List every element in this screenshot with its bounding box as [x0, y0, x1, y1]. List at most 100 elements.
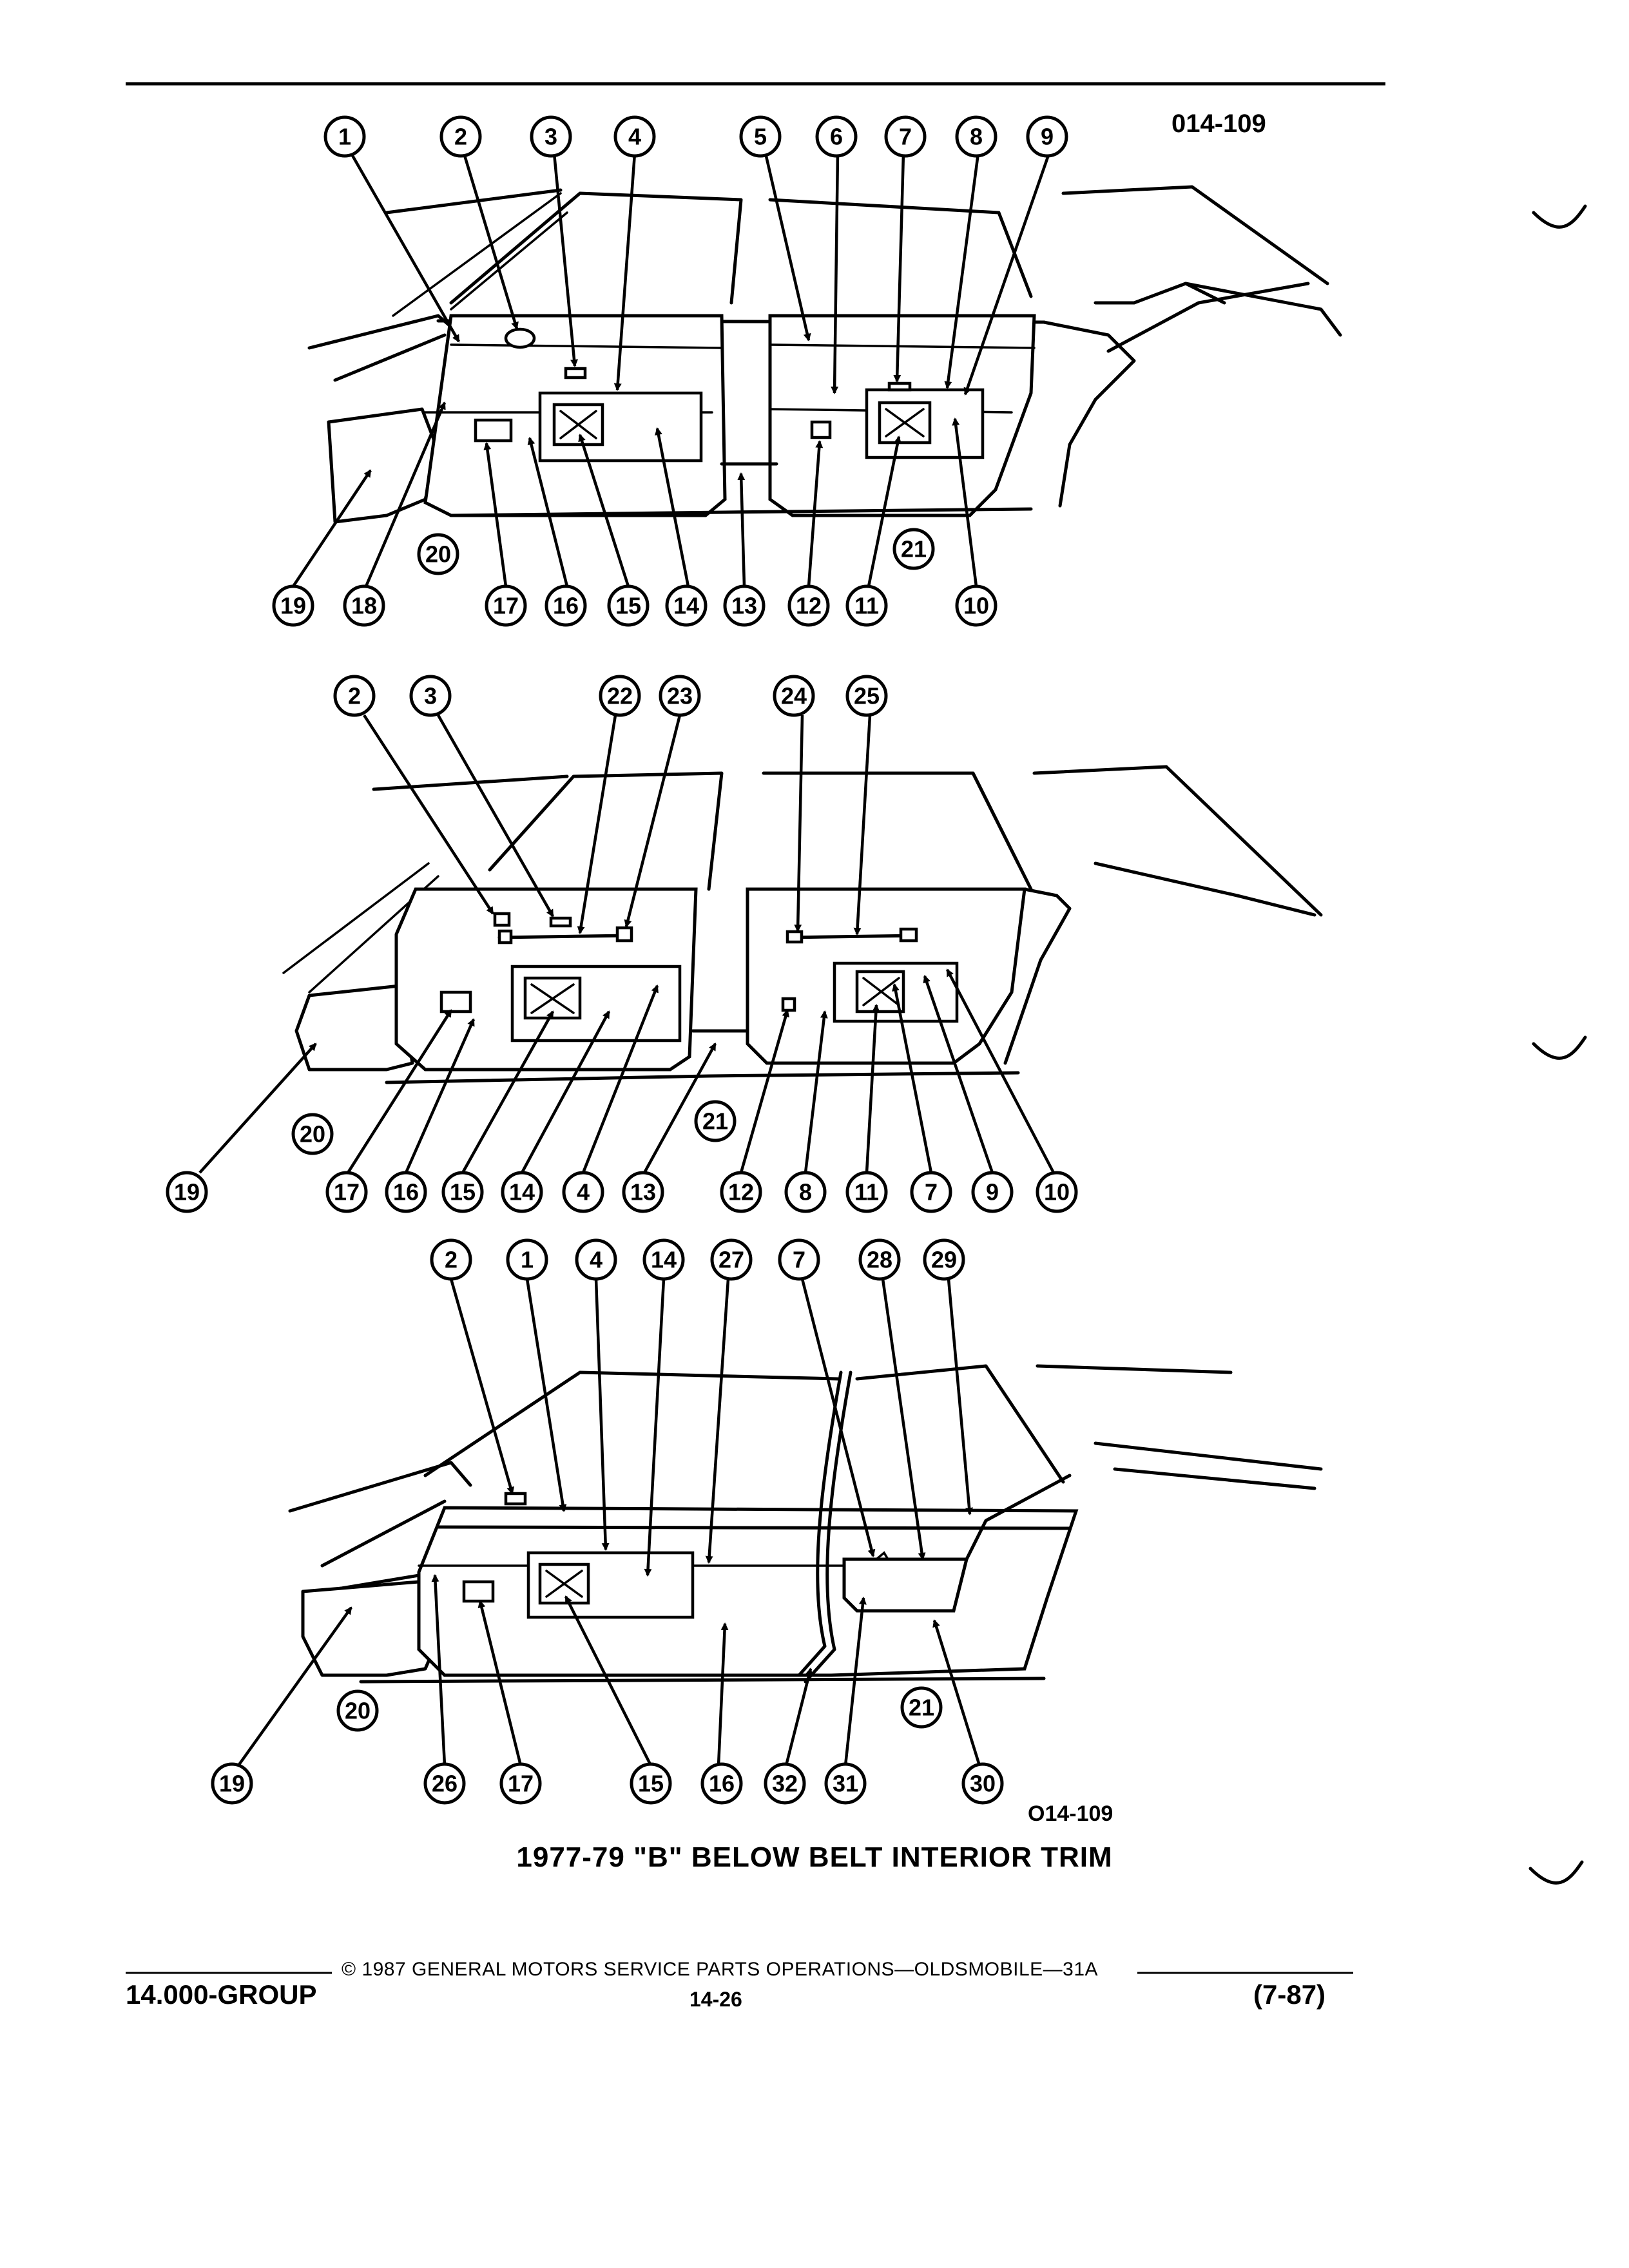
- svg-text:16: 16: [709, 1771, 735, 1797]
- callout-3: 3: [530, 115, 572, 158]
- callout-25: 25: [845, 675, 888, 717]
- svg-text:18: 18: [351, 593, 377, 619]
- binder-mark-top: [1532, 204, 1587, 229]
- callout-18: 18: [343, 584, 385, 627]
- svg-text:20: 20: [425, 541, 451, 568]
- figure-code-top: 014-109: [1171, 110, 1266, 138]
- callout-21: 21: [900, 1686, 943, 1729]
- svg-text:12: 12: [728, 1179, 754, 1206]
- svg-text:9: 9: [1041, 124, 1054, 150]
- svg-text:29: 29: [931, 1247, 957, 1273]
- svg-text:5: 5: [754, 124, 767, 150]
- callout-15: 15: [607, 584, 650, 627]
- callout-20: 20: [417, 533, 459, 575]
- callout-29: 29: [923, 1238, 965, 1281]
- svg-text:10: 10: [963, 593, 989, 619]
- callout-20: 20: [291, 1113, 334, 1155]
- callout-4: 4: [575, 1238, 617, 1281]
- callout-19: 19: [166, 1171, 208, 1213]
- callout-8: 8: [784, 1171, 827, 1213]
- svg-text:13: 13: [731, 593, 757, 619]
- svg-text:26: 26: [432, 1771, 458, 1797]
- callout-24: 24: [773, 675, 815, 717]
- callout-12: 12: [787, 584, 830, 627]
- svg-text:21: 21: [702, 1108, 728, 1135]
- svg-text:20: 20: [345, 1698, 371, 1724]
- callout-4: 4: [562, 1171, 604, 1213]
- callout-16: 16: [700, 1762, 743, 1805]
- svg-text:14: 14: [673, 593, 699, 619]
- svg-text:15: 15: [450, 1179, 476, 1206]
- callout-19: 19: [272, 584, 314, 627]
- callout-1: 1: [506, 1238, 548, 1281]
- callout-1: 1: [323, 115, 366, 158]
- callout-8: 8: [955, 115, 998, 158]
- callout-9: 9: [971, 1171, 1014, 1213]
- callout-32: 32: [764, 1762, 806, 1805]
- footer-copyright: © 1987 GENERAL MOTORS SERVICE PARTS OPER…: [342, 1959, 1099, 1980]
- svg-text:19: 19: [280, 593, 306, 619]
- svg-text:9: 9: [986, 1179, 999, 1206]
- svg-text:14: 14: [509, 1179, 535, 1206]
- svg-text:12: 12: [796, 593, 822, 619]
- callout-23: 23: [659, 675, 701, 717]
- svg-text:3: 3: [424, 683, 437, 709]
- svg-text:21: 21: [909, 1695, 934, 1721]
- callout-14: 14: [665, 584, 708, 627]
- svg-text:11: 11: [854, 1179, 879, 1206]
- svg-text:4: 4: [590, 1247, 602, 1273]
- svg-text:11: 11: [854, 593, 879, 619]
- leaders-view-3: [237, 1278, 981, 1767]
- callout-20: 20: [336, 1689, 379, 1732]
- callout-11: 11: [845, 1171, 888, 1213]
- svg-text:16: 16: [553, 593, 579, 619]
- callout-7: 7: [778, 1238, 820, 1281]
- svg-text:10: 10: [1044, 1179, 1070, 1206]
- svg-text:4: 4: [577, 1179, 590, 1206]
- svg-text:17: 17: [508, 1771, 534, 1797]
- svg-text:2: 2: [445, 1247, 458, 1273]
- callout-21: 21: [694, 1100, 737, 1142]
- svg-text:1: 1: [338, 124, 351, 150]
- svg-text:17: 17: [493, 593, 519, 619]
- svg-text:4: 4: [628, 124, 641, 150]
- callout-21: 21: [892, 528, 935, 570]
- svg-text:20: 20: [300, 1121, 325, 1148]
- svg-text:21: 21: [901, 536, 927, 562]
- callout-16: 16: [545, 584, 587, 627]
- svg-text:25: 25: [854, 683, 880, 709]
- callout-17: 17: [325, 1171, 368, 1213]
- binder-mark-middle: [1532, 1035, 1587, 1060]
- callouts-view-3: 2 1 4 14 27 7 28 29 19 20 26 17 15 16 32…: [211, 1238, 1004, 1805]
- view-3-drawing: 2 1 4 14 27 7 28 29 19 20 26 17 15 16 32…: [211, 1238, 1323, 1805]
- callout-17: 17: [485, 584, 527, 627]
- callouts-view-2: 2 3 22 23 24 25 19 20 17 16 15 14 4 13 2…: [166, 675, 1078, 1213]
- svg-text:17: 17: [334, 1179, 360, 1206]
- callout-7: 7: [910, 1171, 952, 1213]
- view-2-drawing: 2 3 22 23 24 25 19 20 17 16 15 14 4 13 2…: [166, 675, 1323, 1213]
- svg-text:31: 31: [833, 1771, 858, 1797]
- callout-14: 14: [501, 1171, 543, 1213]
- svg-text:7: 7: [793, 1247, 805, 1273]
- svg-text:28: 28: [867, 1247, 892, 1273]
- callout-31: 31: [824, 1762, 867, 1805]
- svg-text:13: 13: [630, 1179, 656, 1206]
- callout-26: 26: [423, 1762, 466, 1805]
- callout-3: 3: [409, 675, 452, 717]
- callouts-view-1: 1 2 3 4 5 6 7 8 9 10 11 12 13 14 15 16 1…: [272, 115, 1068, 627]
- svg-text:30: 30: [970, 1771, 996, 1797]
- svg-text:19: 19: [174, 1179, 200, 1206]
- callout-6: 6: [815, 115, 858, 158]
- svg-text:2: 2: [348, 683, 361, 709]
- view-1-drawing: 1 2 3 4 5 6 7 8 9 10 11 12 13 14 15 16 1…: [272, 115, 1342, 627]
- callout-14: 14: [642, 1238, 685, 1281]
- svg-text:8: 8: [799, 1179, 812, 1206]
- callout-15: 15: [630, 1762, 672, 1805]
- svg-text:24: 24: [781, 683, 807, 709]
- svg-text:22: 22: [607, 683, 633, 709]
- callout-13: 13: [723, 584, 766, 627]
- callout-9: 9: [1026, 115, 1068, 158]
- svg-text:15: 15: [615, 593, 641, 619]
- svg-text:1: 1: [521, 1247, 534, 1273]
